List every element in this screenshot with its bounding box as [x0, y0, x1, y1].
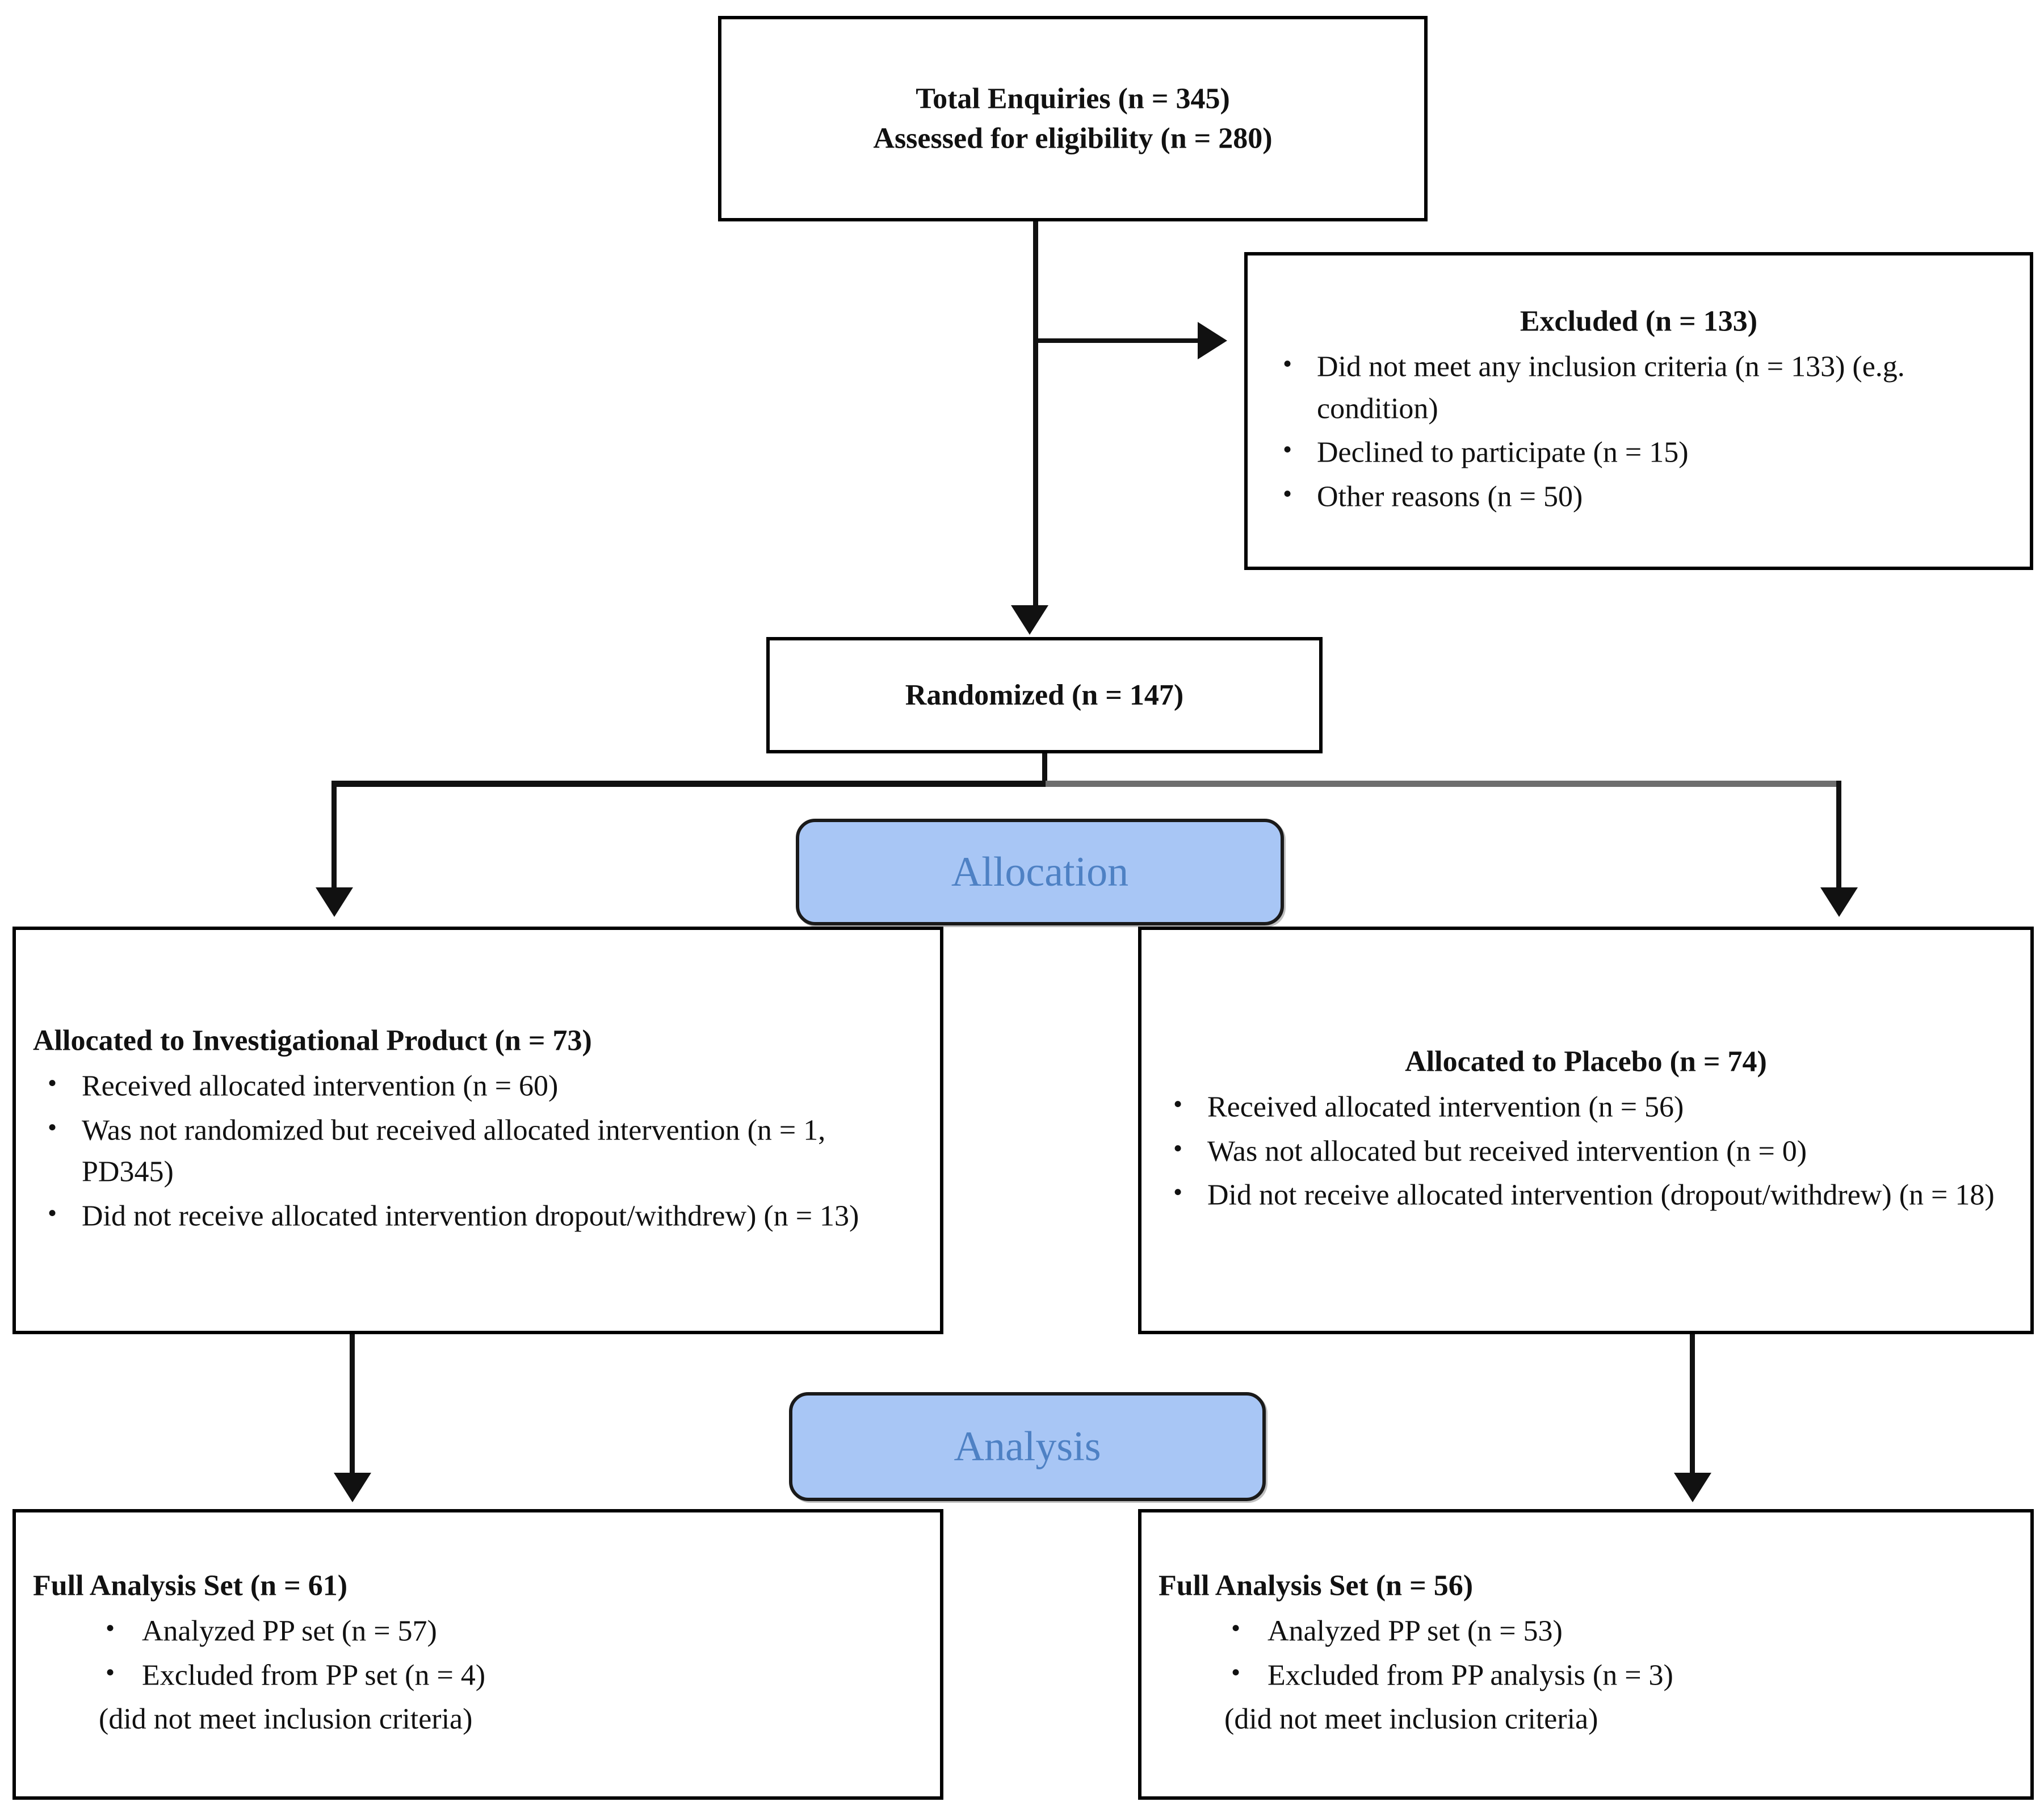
- connector-split-line-left: [331, 781, 1046, 787]
- connector-left-analysis-drop: [350, 1334, 355, 1475]
- connector-split-line-right: [1046, 781, 1841, 787]
- list-item: Analyzed PP set (n = 53): [1213, 1609, 2013, 1652]
- stage-allocation-label: Allocation: [951, 848, 1129, 895]
- allocated-placebo-list: Received allocated intervention (n = 56)…: [1159, 1085, 2013, 1217]
- fas-ip-note: (did not meet inclusion criteria): [99, 1703, 473, 1736]
- connector-randomized-stem: [1042, 753, 1047, 783]
- arrowhead-to-excluded: [1198, 322, 1227, 359]
- stage-analysis-label: Analysis: [954, 1423, 1101, 1470]
- list-item: Was not randomized but received allocate…: [33, 1108, 923, 1193]
- arrowhead-right-allocation: [1820, 887, 1858, 917]
- randomized-title: Randomized (n = 147): [905, 678, 1184, 711]
- list-item: Received allocated intervention (n = 56): [1159, 1085, 2013, 1128]
- list-item: Was not allocated but received intervent…: [1159, 1129, 2013, 1172]
- fas-placebo-note: (did not meet inclusion criteria): [1224, 1703, 1598, 1736]
- list-item: Received allocated intervention (n = 60): [33, 1064, 923, 1107]
- stage-badge-analysis: Analysis: [789, 1392, 1266, 1501]
- list-item: Did not receive allocated intervention (…: [1159, 1174, 2013, 1217]
- list-item: Excluded from PP analysis (n = 3): [1213, 1653, 2013, 1696]
- connector-right-analysis-drop: [1690, 1334, 1695, 1475]
- connector-to-excluded: [1036, 338, 1199, 343]
- allocated-placebo-title: Allocated to Placebo (n = 74): [1405, 1045, 1767, 1078]
- stage-badge-allocation: Allocation: [796, 819, 1284, 925]
- assessed-eligibility-line: Assessed for eligibility (n = 280): [873, 122, 1273, 154]
- allocated-ip-list: Received allocated intervention (n = 60)…: [33, 1064, 923, 1238]
- list-item: Excluded from PP set (n = 4): [87, 1653, 923, 1696]
- allocated-ip-title: Allocated to Investigational Product (n …: [33, 1024, 592, 1057]
- full-analysis-set-placebo-box: Full Analysis Set (n = 56) Analyzed PP s…: [1138, 1509, 2034, 1800]
- excluded-title: Excluded (n = 133): [1520, 305, 1758, 338]
- arrowhead-right-analysis: [1674, 1473, 1711, 1502]
- full-analysis-set-investigational-box: Full Analysis Set (n = 61) Analyzed PP s…: [12, 1509, 943, 1800]
- connector-enrollment-trunk: [1033, 221, 1038, 607]
- list-item: Other reasons (n = 50): [1268, 475, 2009, 518]
- randomized-box: Randomized (n = 147): [766, 637, 1323, 753]
- fas-placebo-list: Analyzed PP set (n = 53) Excluded from P…: [1213, 1609, 2013, 1740]
- total-enquiries-line-1: Total Enquiries (n = 345): [916, 82, 1230, 115]
- list-item: Did not meet any inclusion criteria (n =…: [1268, 345, 2009, 430]
- connector-left-allocation-drop: [331, 781, 337, 890]
- arrowhead-left-analysis: [334, 1473, 371, 1502]
- arrowhead-to-randomized: [1011, 605, 1048, 635]
- connector-right-allocation-drop: [1836, 781, 1841, 890]
- excluded-reason-list: Did not meet any inclusion criteria (n =…: [1268, 345, 2009, 518]
- excluded-box: Excluded (n = 133) Did not meet any incl…: [1244, 252, 2033, 570]
- list-item: Did not receive allocated intervention d…: [33, 1195, 923, 1238]
- list-item: Analyzed PP set (n = 57): [87, 1609, 923, 1652]
- total-enquiries-box: Total Enquiries (n = 345) Assessed for e…: [718, 16, 1428, 221]
- fas-ip-list: Analyzed PP set (n = 57) Excluded from P…: [87, 1609, 923, 1740]
- fas-ip-title: Full Analysis Set (n = 61): [33, 1569, 348, 1602]
- fas-placebo-title: Full Analysis Set (n = 56): [1159, 1569, 1474, 1602]
- list-item: Declined to participate (n = 15): [1268, 431, 2009, 474]
- allocated-placebo-box: Allocated to Placebo (n = 74) Received a…: [1138, 927, 2034, 1334]
- arrowhead-left-allocation: [316, 887, 353, 917]
- allocated-investigational-product-box: Allocated to Investigational Product (n …: [12, 927, 943, 1334]
